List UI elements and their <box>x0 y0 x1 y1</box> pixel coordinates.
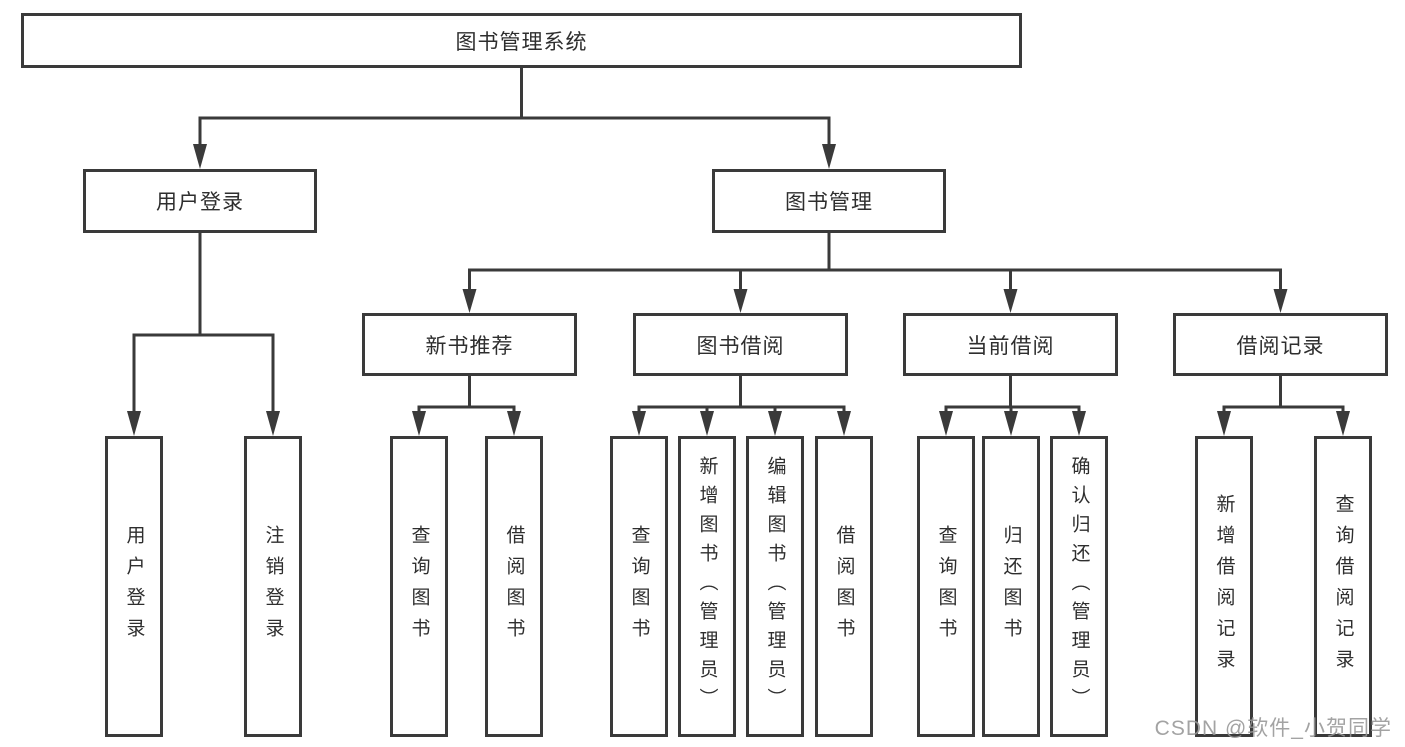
node-label: 新书推荐 <box>425 334 514 358</box>
node-label: 图书管理 <box>785 191 873 214</box>
leaf-label: 借阅图书 <box>503 524 525 649</box>
leaf-query-books-recommend: 查询图书 <box>390 436 448 737</box>
node-label: 图书借阅 <box>696 334 785 358</box>
node-book-management: 图书管理 <box>712 169 946 233</box>
node-label: 用户登录 <box>156 191 244 214</box>
arrowheads <box>127 144 1350 436</box>
node-library-management-system: 图书管理系统 <box>21 13 1022 68</box>
leaf-label: 用户登录 <box>123 524 145 649</box>
node-current-borrowing: 当前借阅 <box>903 313 1118 376</box>
node-borrowing-records: 借阅记录 <box>1173 313 1388 376</box>
node-book-borrowing: 图书借阅 <box>633 313 848 376</box>
leaf-borrow-books-recommend: 借阅图书 <box>485 436 543 737</box>
node-label: 当前借阅 <box>966 334 1055 358</box>
leaf-edit-book-admin: 编辑图书（管理员） <box>746 436 804 737</box>
leaf-label: 查询借阅记录 <box>1332 493 1354 680</box>
leaf-query-books-current: 查询图书 <box>917 436 975 737</box>
leaf-label: 借阅图书 <box>833 524 855 649</box>
leaf-label: 查询图书 <box>935 524 957 649</box>
leaf-add-borrow-record: 新增借阅记录 <box>1195 436 1253 737</box>
leaf-query-books-borrow: 查询图书 <box>610 436 668 737</box>
leaf-label: 确认归还（管理员） <box>1068 456 1090 717</box>
leaf-label: 注销登录 <box>262 524 284 649</box>
leaf-label: 编辑图书（管理员） <box>764 456 786 717</box>
leaf-label: 新增图书（管理员） <box>696 456 718 717</box>
leaf-confirm-return-admin: 确认归还（管理员） <box>1050 436 1108 737</box>
leaf-label: 新增借阅记录 <box>1213 493 1235 680</box>
node-new-book-recommendation: 新书推荐 <box>362 313 577 376</box>
leaf-label: 查询图书 <box>408 524 430 649</box>
node-label: 借阅记录 <box>1236 334 1325 358</box>
leaf-label: 归还图书 <box>1000 524 1022 649</box>
leaf-query-borrow-record: 查询借阅记录 <box>1314 436 1372 737</box>
node-label: 图书管理系统 <box>455 30 588 54</box>
leaf-borrow-books-borrow: 借阅图书 <box>815 436 873 737</box>
leaf-label: 查询图书 <box>628 524 650 649</box>
leaf-user-login: 用户登录 <box>105 436 163 737</box>
node-user-login: 用户登录 <box>83 169 317 233</box>
leaf-add-book-admin: 新增图书（管理员） <box>678 436 736 737</box>
leaf-logout: 注销登录 <box>244 436 302 737</box>
leaf-return-books: 归还图书 <box>982 436 1040 737</box>
